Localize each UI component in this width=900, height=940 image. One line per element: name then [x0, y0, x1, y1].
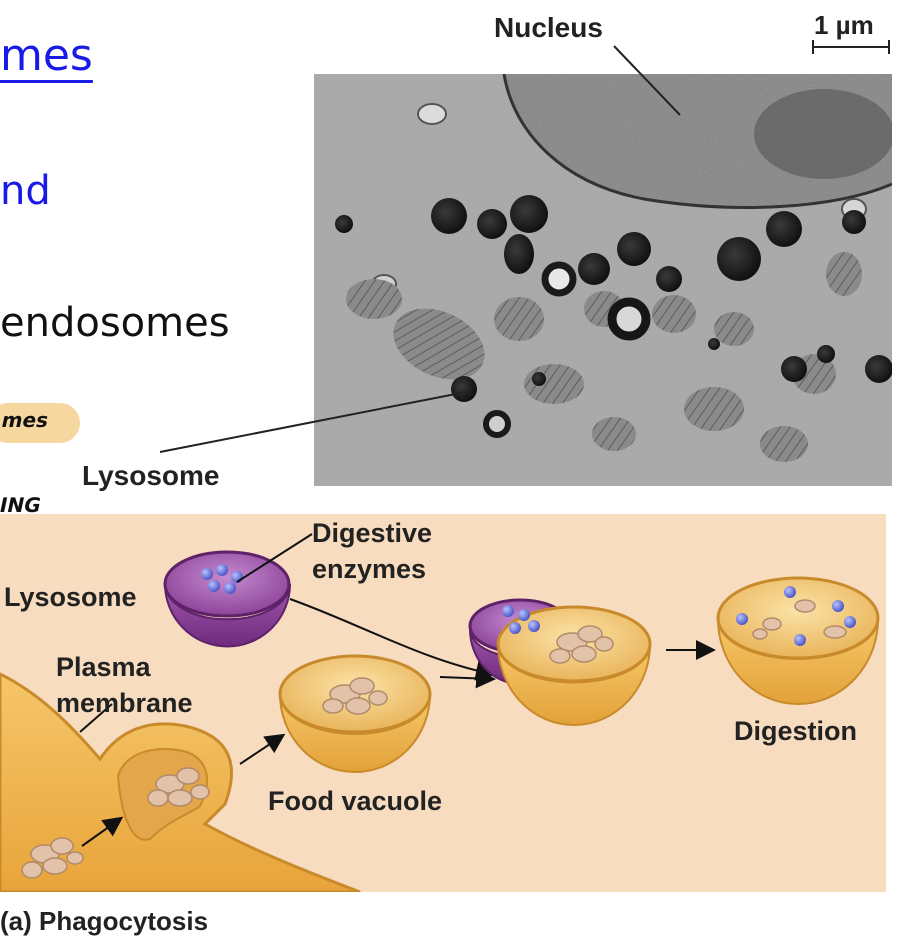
food-vacuole-label: Food vacuole [268, 786, 443, 816]
scale-bar-tick-left [812, 40, 814, 54]
pointed-lysosome [451, 376, 477, 402]
slide-text-line-1: nd [0, 168, 51, 214]
scale-bar-tick-right [888, 40, 890, 54]
slide-text-line-2: endosomes [0, 300, 230, 346]
digestive-enzymes-label-1: Digestive [312, 518, 433, 548]
digestive-enzymes-label-2: enzymes [312, 554, 427, 584]
highlight-mark [0, 403, 80, 443]
nucleus-label: Nucleus [494, 12, 603, 43]
scale-bar-label: 1 µm [814, 10, 874, 40]
micrograph-lysosome-label: Lysosome [82, 460, 220, 491]
phagocytosis-diagram [0, 514, 886, 892]
diagram-lysosome-label: Lysosome [4, 582, 137, 612]
digestion-label: Digestion [734, 716, 858, 746]
scale-bar [812, 46, 890, 48]
electron-micrograph [314, 74, 892, 486]
slide-title-fragment: mes [0, 30, 93, 81]
figure-caption: (a) Phagocytosis [0, 906, 209, 936]
plasma-membrane-label-1: Plasma [56, 652, 151, 682]
plasma-membrane-label-2: membrane [56, 688, 193, 718]
handwritten-note-1: mes [0, 408, 51, 432]
